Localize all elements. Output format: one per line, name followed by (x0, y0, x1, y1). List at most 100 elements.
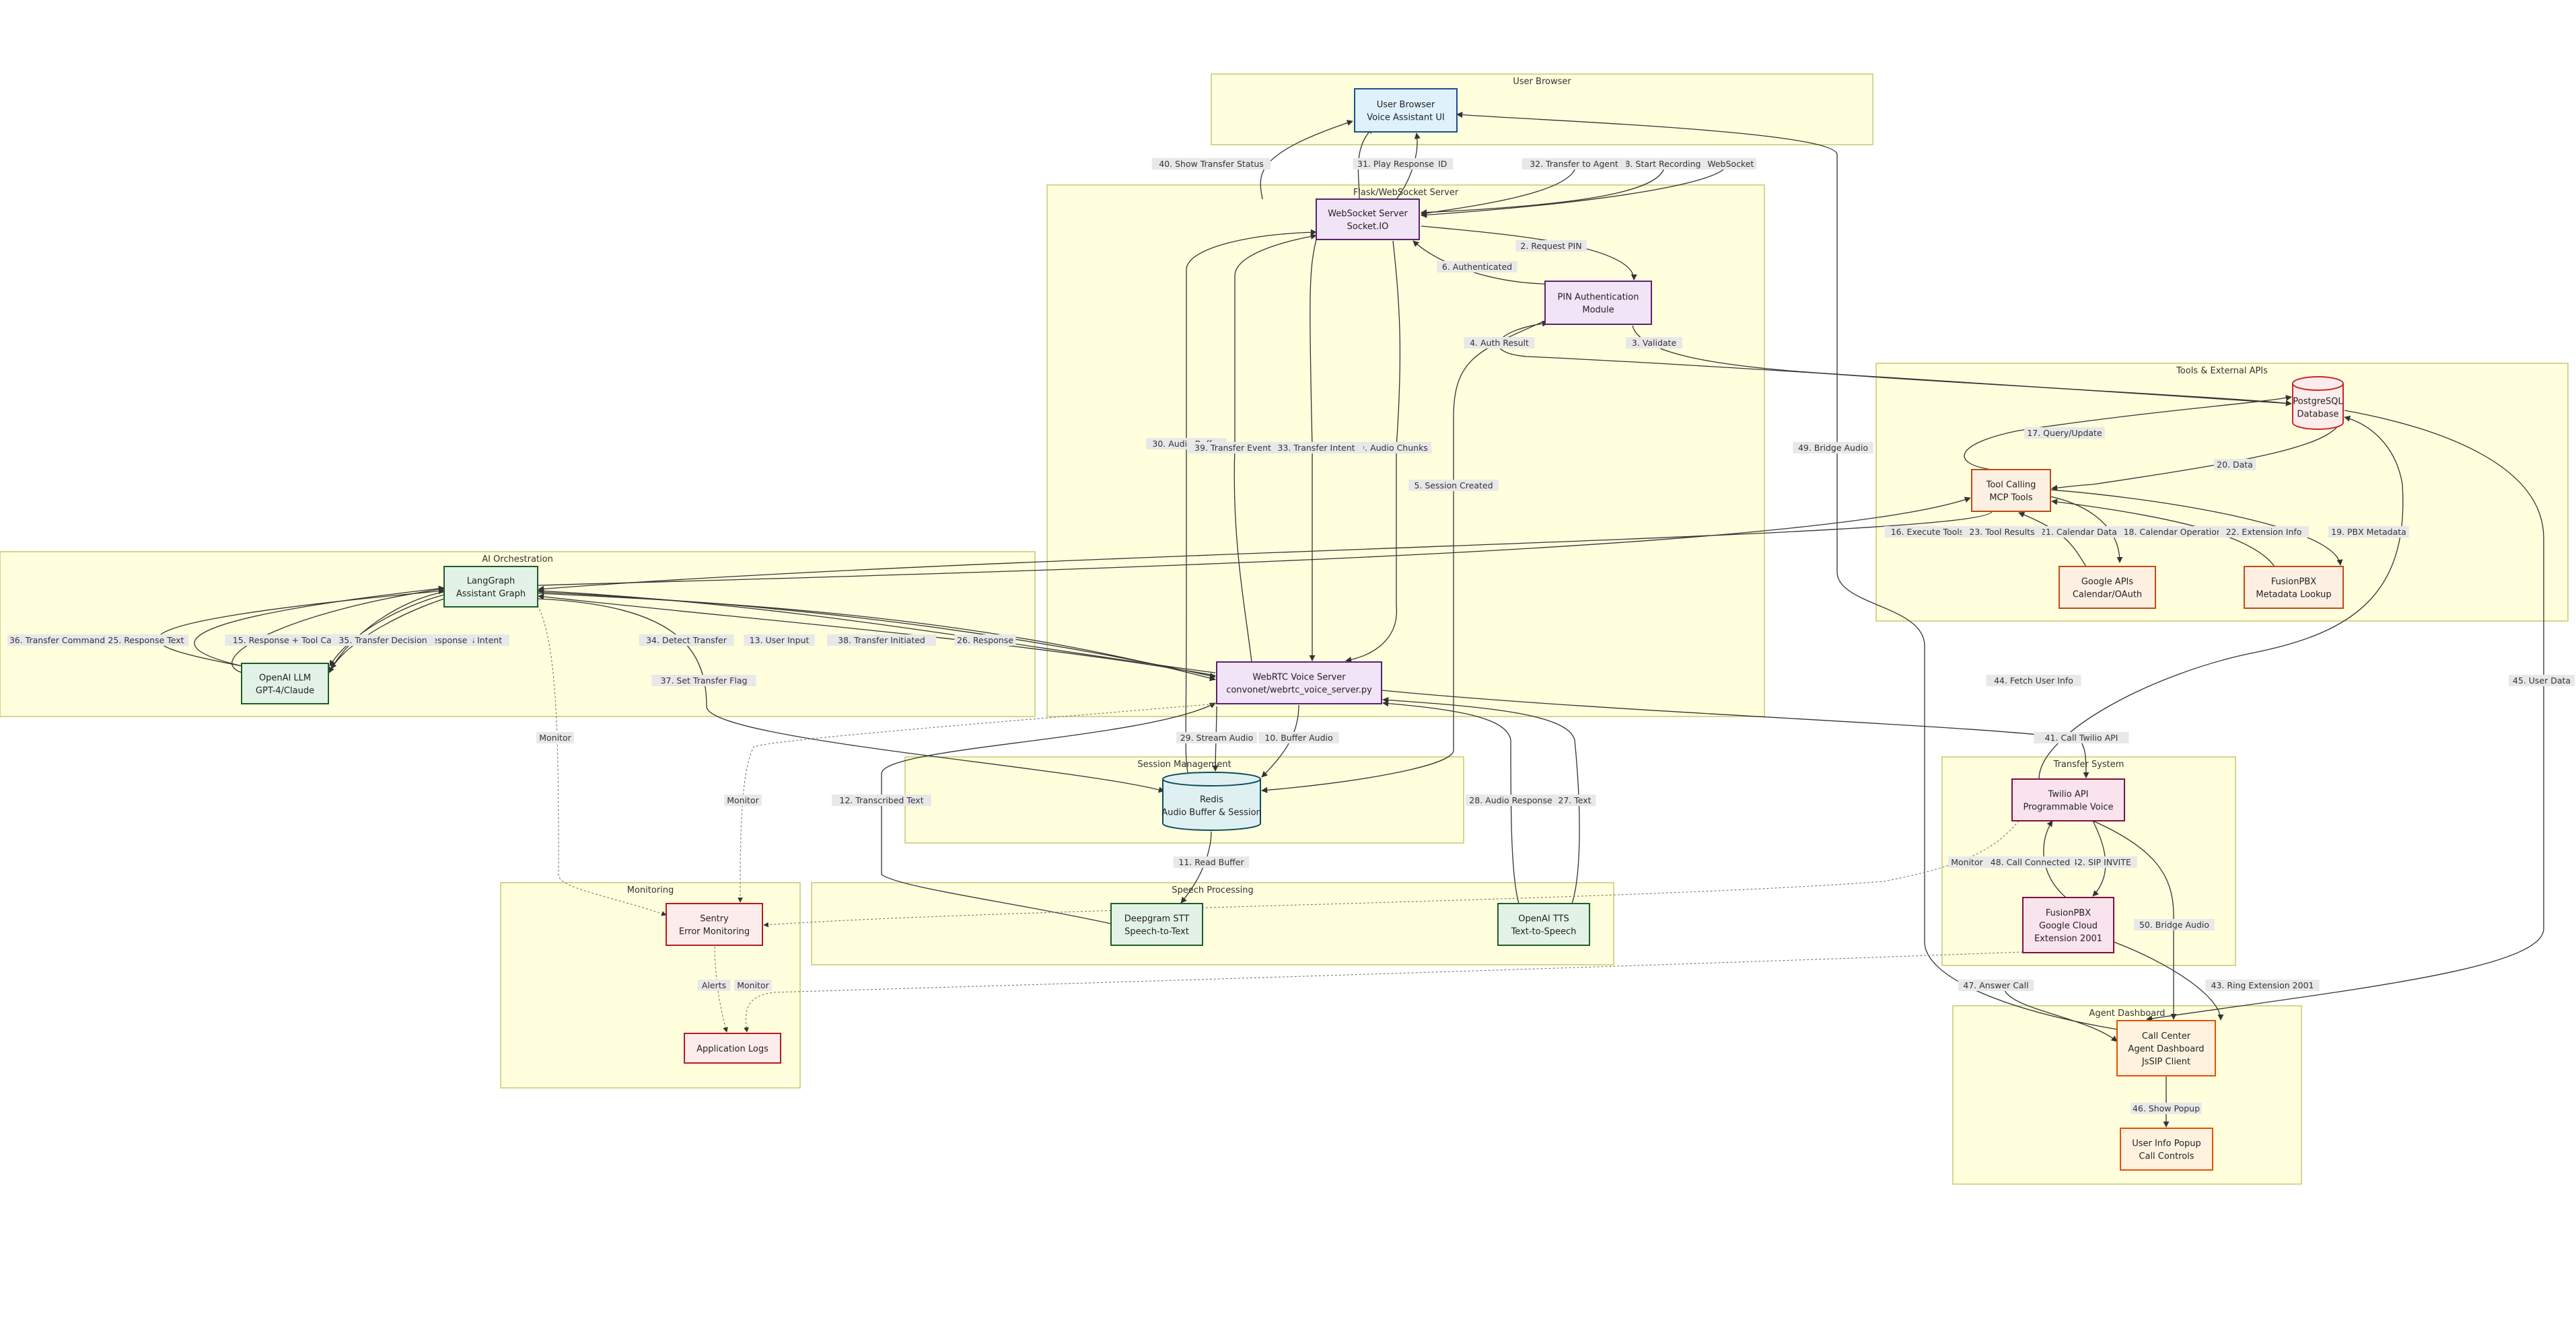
cluster-title: AI Orchestration (482, 554, 553, 564)
edge-label-text: 34. Detect Transfer (646, 635, 727, 645)
edge-label-e16: 16. Execute Tools (1884, 526, 1970, 538)
cluster-title: Session Management (1137, 760, 1231, 770)
edge-label-e36: 36. Transfer Command (7, 634, 107, 646)
node-box (2244, 566, 2344, 609)
edge-label-text: 36. Transfer Command (9, 635, 105, 645)
edge-label-m1: Monitor (536, 732, 574, 743)
node-label: Database (2297, 410, 2338, 420)
edge-label-text: 32. Transfer to Agent (1530, 159, 1618, 169)
edge-label-text: 17. Query/Update (2027, 428, 2102, 438)
node-box (443, 566, 538, 608)
node-label: Programmable Voice (2023, 803, 2113, 813)
cluster-title: Tools & External APIs (2176, 366, 2268, 376)
node-label: Module (1582, 305, 1614, 316)
node-label: OpenAI LLM (259, 673, 311, 684)
edge-label-e19: 19. PBX Metadata (2328, 526, 2409, 538)
cluster-title: Flask/WebSocket Server (1353, 188, 1459, 198)
node-label: JsSIP Client (2141, 1057, 2190, 1067)
edge-label-e21: 21. Calendar Data (2036, 526, 2122, 538)
node-label: PIN Authentication (1558, 293, 1639, 303)
edge-e44 (2038, 415, 2404, 780)
edge-label-text: 26. Response (957, 635, 1013, 645)
node-webrtc[interactable]: WebRTC Voice Serverconvonet/webrtc_voice… (1216, 661, 1382, 704)
node-label: WebSocket Server (1328, 209, 1408, 219)
edge-label-e13: 13. User Input (744, 634, 815, 646)
edge-label-e42: 42. SIP INVITE (2066, 856, 2137, 868)
node-applogs[interactable]: Application Logs (684, 1033, 781, 1064)
cluster-title: Transfer System (2053, 760, 2124, 770)
node-label: Google APIs (2081, 577, 2134, 587)
edge-e50 (2092, 820, 2177, 1020)
edge-label-text: 9. Audio Chunks (1359, 443, 1428, 453)
edge-label-e17: 17. Query/Update (2024, 427, 2105, 439)
edge-label-text: 5. Session Created (1414, 480, 1493, 490)
edge-label-text: 20. Data (2217, 460, 2253, 470)
edge-e34 (538, 593, 1216, 676)
node-label: Text-to-Speech (1511, 927, 1577, 937)
cluster-browser: User Browser (1211, 73, 1873, 145)
node-twilio[interactable]: Twilio API Programmable Voice (2011, 778, 2125, 821)
node-label: Voice Assistant UI (1367, 113, 1444, 123)
node-label: PostgreSQL (2293, 397, 2343, 407)
node-pg[interactable]: PostgreSQL Database (2292, 376, 2344, 430)
node-box (1544, 281, 1652, 325)
edge-label-text: 19. PBX Metadata (2331, 527, 2406, 537)
edge-e32 (1421, 163, 1577, 217)
edge-label-text: 25. Response Text (108, 635, 184, 645)
edge-label-text: 12. Transcribed Text (839, 795, 923, 805)
edge-label-e31: 31. Play Response (1353, 158, 1439, 170)
node-label: Twilio API (2048, 790, 2089, 800)
edge-e17 (1964, 394, 2292, 470)
cluster-title: Monitoring (627, 885, 674, 895)
edge-label-e41: 41. Call Twilio API (2034, 732, 2129, 743)
edge-label-text: 2. Request PIN (1520, 241, 1581, 251)
edge-label-e38: 38. Transfer Initiated (826, 634, 937, 646)
node-label: Google Cloud (2039, 921, 2098, 931)
edge-label-e29: 29. Stream Audio (1176, 732, 1257, 743)
edge-label-e28: 28. Audio Response (1466, 795, 1556, 806)
edge-label-text: Alerts (702, 980, 726, 990)
node-label: Call Controls (2139, 1152, 2194, 1162)
edge-label-text: 28. Audio Response (1469, 795, 1552, 805)
edge-e16 (538, 497, 1971, 586)
node-label: FusionPBX (2046, 908, 2091, 918)
edge-e30 (1185, 229, 1317, 773)
edge-label-text: 3. Validate (1632, 338, 1677, 348)
edge-e45 (2146, 410, 2544, 1022)
node-box (684, 1033, 781, 1064)
node-label: Audio Buffer & Session (1161, 808, 1262, 818)
edge-m4 (714, 946, 728, 1033)
edge-label-text: 21. Calendar Data (2040, 527, 2117, 537)
edge-label-text: 23. Tool Results (1969, 527, 2034, 537)
edge-label-e26: 26. Response (954, 634, 1016, 646)
node-label: Metadata Lookup (2256, 590, 2331, 600)
edge-label-text: 44. Fetch User Info (1994, 675, 2073, 686)
edge-label-text: 31. Play Response (1357, 159, 1434, 169)
edge-label-e3: 3. Validate (1625, 337, 1683, 349)
edge-label-text: 15. Response + Tool Calls (233, 635, 341, 645)
cylinder-body (2292, 383, 2344, 430)
edge-label-e9: 9. Audio Chunks (1355, 442, 1432, 453)
edge-label-text: 39. Transfer Event (1194, 443, 1271, 453)
edge-label-text: Monitor (727, 795, 759, 805)
edge-label-text: 45. User Data (2513, 675, 2571, 686)
node-box (2120, 1128, 2213, 1171)
edge-e24 (329, 594, 445, 667)
node-box (2059, 566, 2156, 609)
edge-e35 (330, 598, 445, 669)
